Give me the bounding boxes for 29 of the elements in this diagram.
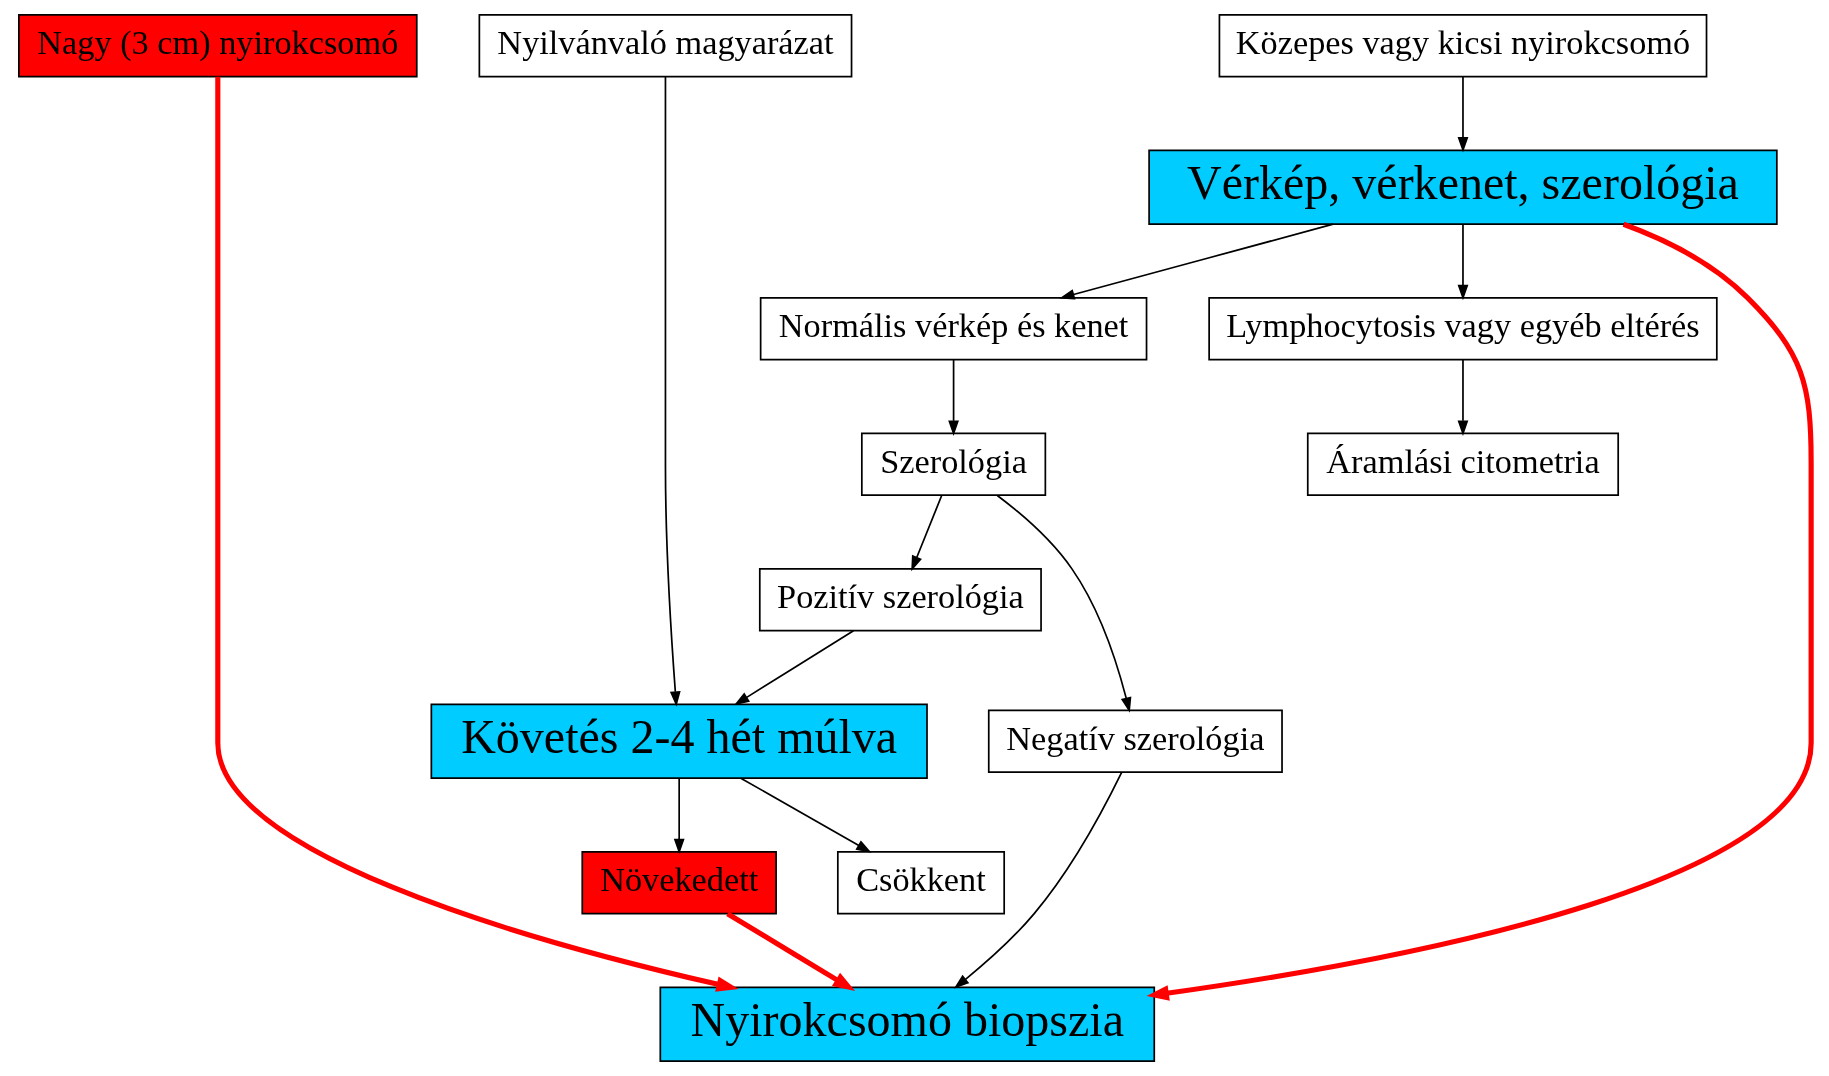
- arrow: [725, 911, 855, 991]
- node-box: Pozitív szerológia: [758, 568, 1042, 632]
- arrow: [673, 777, 685, 855]
- node-box: Nagy (3 cm) nyirokcsomó: [17, 14, 418, 78]
- node-box: Normális vérkép és kenet: [759, 297, 1147, 361]
- arrow: [1457, 358, 1468, 436]
- node-box: Nyilvánvaló magyarázat: [478, 14, 852, 78]
- node-box: Vérkép, vérkenet, szerológia: [1147, 149, 1778, 225]
- arrow: [1457, 223, 1468, 301]
- node-box: Közepes vagy kicsi nyirokcsomó: [1218, 14, 1707, 78]
- arrow: [995, 494, 1131, 713]
- node-box: Szerológia: [860, 432, 1046, 496]
- arrow: [910, 494, 943, 572]
- node-box: Csökkent: [836, 851, 1005, 915]
- arrow: [739, 777, 872, 853]
- arrow: [1457, 75, 1468, 153]
- arrow: [664, 76, 681, 707]
- arrow: [733, 629, 854, 706]
- node-box: Lymphocytosis vagy egyéb eltérés: [1207, 297, 1718, 361]
- node-box: Negatív szerológia: [987, 709, 1283, 773]
- arrow: [214, 76, 739, 992]
- arrow: [1058, 223, 1334, 300]
- arrow: [1146, 221, 1814, 1001]
- arrow: [947, 358, 959, 436]
- node-box: Követés 2-4 hét múlva: [429, 703, 928, 779]
- arrow: [953, 771, 1122, 989]
- node-box: Növekedett: [580, 851, 777, 915]
- node-box: Nyirokcsomó biopszia: [658, 986, 1155, 1062]
- node-box: Áramlási citometria: [1306, 432, 1619, 496]
